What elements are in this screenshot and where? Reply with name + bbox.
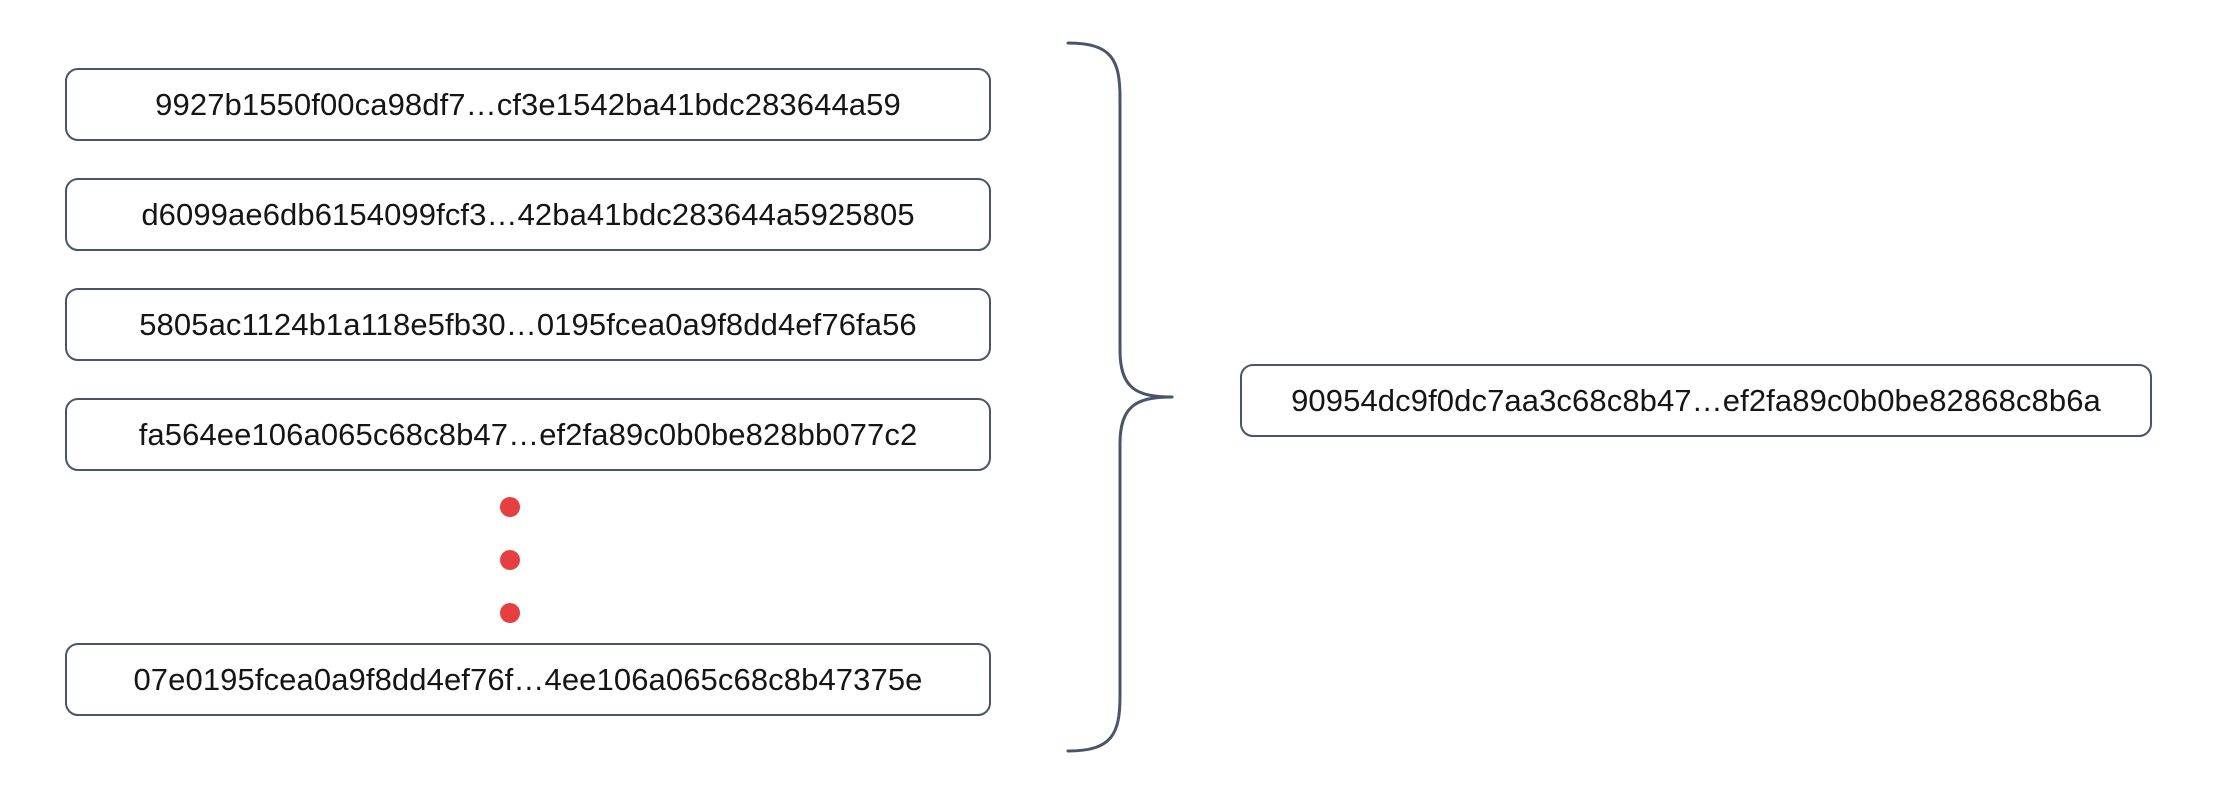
input-hash-box-3: 5805ac1124b1a118e5fb30…0195fcea0a9f8dd4e… [65, 288, 991, 361]
input-hash-box-2: d6099ae6db6154099fcf3…42ba41bdc283644a59… [65, 178, 991, 251]
input-hash-label-2: d6099ae6db6154099fcf3…42ba41bdc283644a59… [141, 196, 915, 232]
input-hash-label-3: 5805ac1124b1a118e5fb30…0195fcea0a9f8dd4e… [139, 306, 917, 342]
vertical-ellipsis-icon [489, 497, 531, 623]
output-hash-label: 90954dc9f0dc7aa3c68c8b47…ef2fa89c0b0be82… [1291, 382, 2101, 418]
input-hash-box-1: 9927b1550f00ca98df7…cf3e1542ba41bdc28364… [65, 68, 991, 141]
input-hash-box-4: fa564ee106a065c68c8b47…ef2fa89c0b0be828b… [65, 398, 991, 471]
input-hash-label-4: fa564ee106a065c68c8b47…ef2fa89c0b0be828b… [138, 416, 918, 452]
curly-brace-icon [1066, 41, 1174, 753]
curly-brace-connector [1040, 20, 1220, 780]
output-hash-box: 90954dc9f0dc7aa3c68c8b47…ef2fa89c0b0be82… [1240, 364, 2152, 437]
input-hash-label-5: 07e0195fcea0a9f8dd4ef76f…4ee106a065c68c8… [133, 661, 923, 697]
input-hash-label-1: 9927b1550f00ca98df7…cf3e1542ba41bdc28364… [155, 86, 901, 122]
ellipsis-dot-1 [500, 497, 520, 517]
ellipsis-dot-3 [500, 603, 520, 623]
ellipsis-dot-2 [500, 550, 520, 570]
input-hash-box-5: 07e0195fcea0a9f8dd4ef76f…4ee106a065c68c8… [65, 643, 991, 716]
